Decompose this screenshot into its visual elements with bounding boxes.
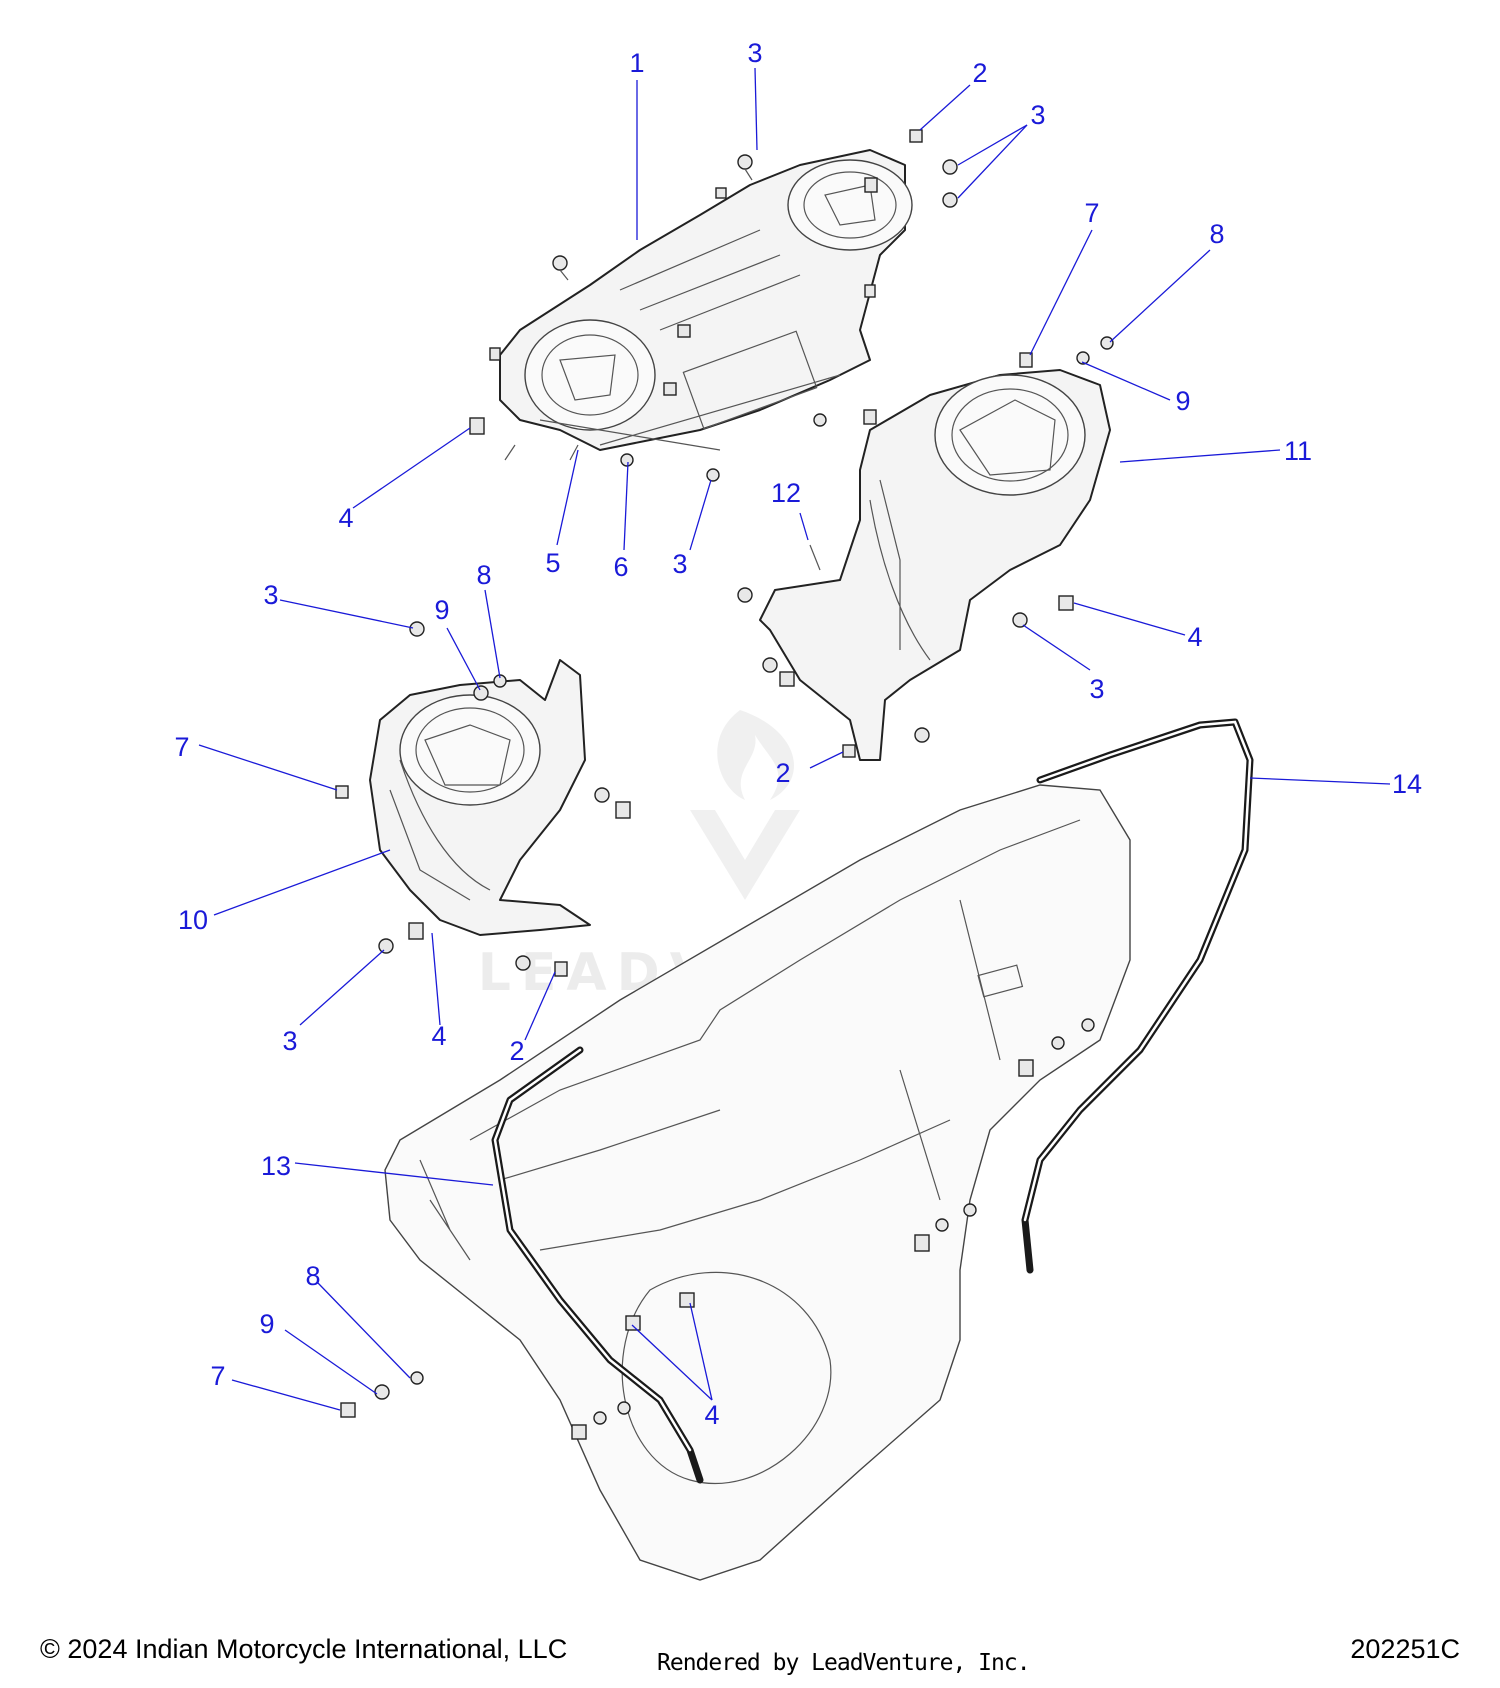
callout-2b: 2 [775,758,790,788]
rendered-by-note: Rendered by LeadVenture, Inc. [657,1650,1031,1676]
callout-5: 5 [545,548,560,578]
callout-4a: 4 [338,503,353,533]
callout-3e: 3 [263,580,278,610]
callout-4c: 4 [431,1021,446,1051]
callout-3b: 3 [1030,100,1045,130]
callout-14: 14 [1392,769,1422,799]
callout-3a: 3 [747,38,762,68]
part-left-speaker-enclosure [335,621,631,977]
callout-9b: 9 [434,595,449,625]
callout-12: 12 [771,478,801,508]
fasteners-lower-left [340,1371,424,1418]
callout-4b: 4 [1187,622,1202,652]
callout-7c: 7 [210,1361,225,1391]
callout-labels: 1 3 2 3 7 8 9 11 4 5 6 3 12 4 3 3 9 8 7 … [174,38,1422,1430]
callout-2a: 2 [972,58,987,88]
part-outer-fairing [384,784,1131,1581]
callout-8c: 8 [305,1261,320,1291]
copyright-notice: © 2024 Indian Motorcycle International, … [40,1634,568,1664]
callout-9a: 9 [1175,386,1190,416]
callout-11: 11 [1284,436,1312,466]
callout-2c: 2 [509,1036,524,1066]
callout-7b: 7 [174,732,189,762]
callout-1: 1 [629,48,644,78]
callout-8b: 8 [476,560,491,590]
callout-10: 10 [178,905,208,935]
callout-3c: 3 [672,549,687,579]
callout-13: 13 [261,1151,291,1181]
callout-9c: 9 [259,1309,274,1339]
callout-6: 6 [613,552,628,582]
callout-3d: 3 [1089,674,1104,704]
leader-lines [198,67,1391,1411]
callout-7a: 7 [1084,198,1099,228]
part-windshield-trim-left [491,1046,704,1484]
part-right-speaker-enclosure [737,336,1114,761]
callout-3f: 3 [282,1026,297,1056]
part-windshield-trim-right [1021,718,1254,1274]
callout-4d: 4 [704,1400,719,1430]
part-inner-fairing-bracket [469,129,958,482]
callout-8a: 8 [1209,219,1224,249]
diagram-id: 202251C [1350,1634,1460,1664]
